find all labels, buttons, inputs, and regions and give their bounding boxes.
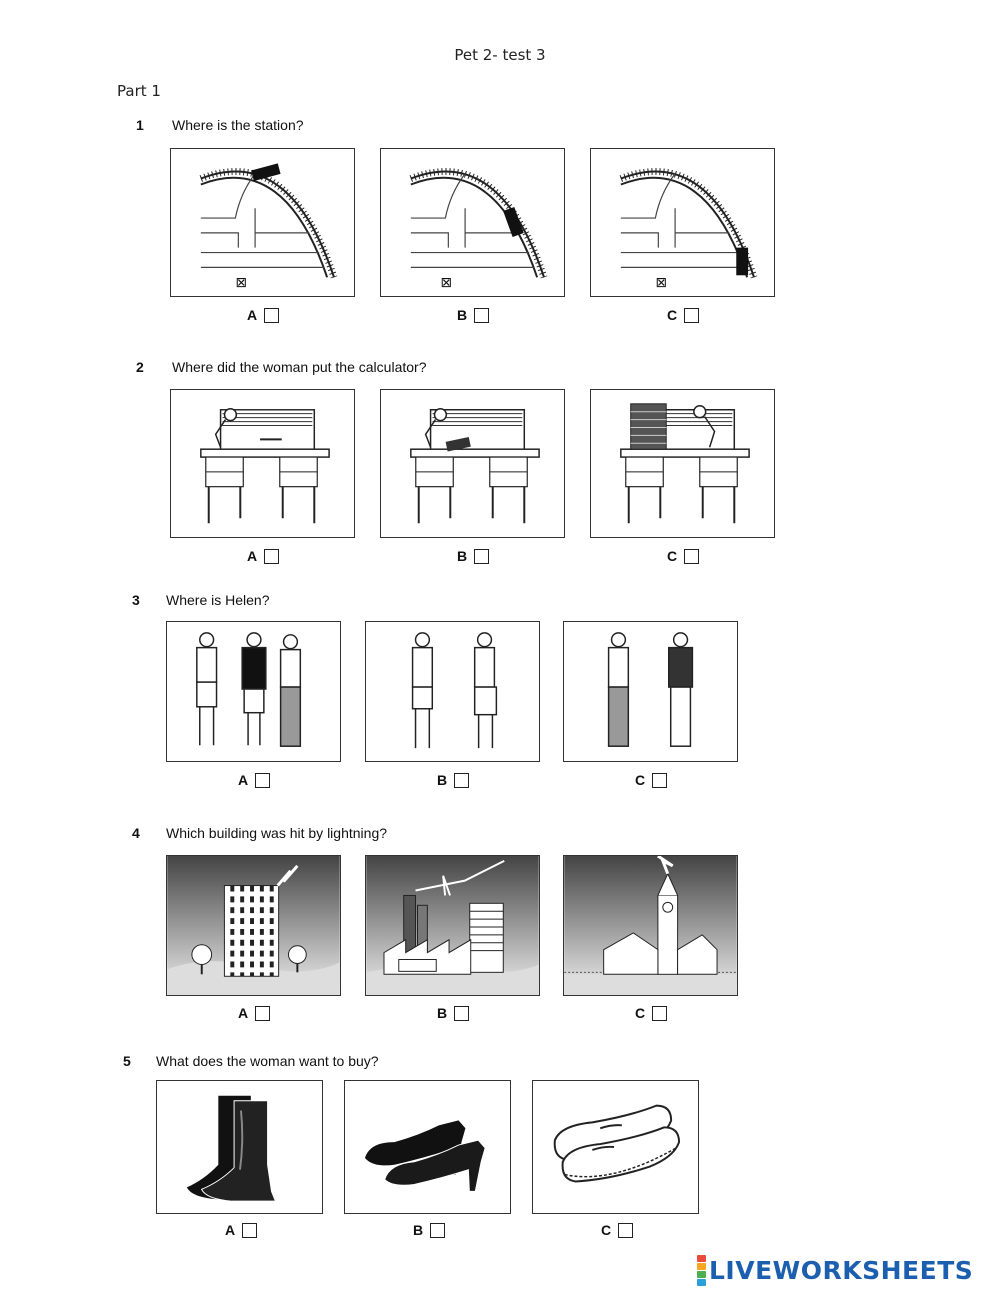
answer-checkbox[interactable] [264,307,280,323]
option-c-image-loafers [532,1080,699,1214]
logo-badge-icon [697,1255,706,1286]
option-c: C [601,1220,634,1240]
logo-text: LIVEWORKSHEETS [709,1256,974,1285]
svg-text:⊠: ⊠ [440,275,452,291]
answer-checkbox[interactable] [264,548,280,564]
question-number: 5 [123,1053,131,1069]
option-a: A [247,546,280,566]
option-c-image-station-map: ⊠ [590,148,775,297]
option-a: A [247,305,280,325]
option-c: C [635,1003,668,1023]
option-c-image-church [563,855,738,996]
option-b-image-factory [365,855,540,996]
option-label: C [601,1222,612,1238]
option-b: B [457,305,490,325]
option-label: C [667,548,678,564]
option-a-image-tower-block [166,855,341,996]
question-text: Which building was hit by lightning? [166,825,388,841]
option-label: A [238,1005,249,1021]
option-label: A [225,1222,236,1238]
option-label: C [667,307,678,323]
option-b: B [413,1220,446,1240]
option-c: C [667,546,700,566]
option-label: A [247,307,258,323]
question-text: Where is the station? [172,117,304,133]
option-label: B [413,1222,424,1238]
option-a-image-boots [156,1080,323,1214]
answer-checkbox[interactable] [454,772,470,788]
question-number: 4 [132,825,140,841]
answer-checkbox[interactable] [652,1005,668,1021]
document-title: Pet 2- test 3 [454,46,546,64]
question-text: What does the woman want to buy? [156,1053,379,1069]
option-c-image-desk [590,389,775,538]
question-text: Where did the woman put the calculator? [172,359,427,375]
answer-checkbox[interactable] [618,1222,634,1238]
answer-checkbox[interactable] [255,772,271,788]
answer-checkbox[interactable] [474,548,490,564]
option-c: C [635,770,668,790]
option-label: B [457,307,468,323]
answer-checkbox[interactable] [652,772,668,788]
option-label: A [247,548,258,564]
option-a: A [225,1220,258,1240]
option-c-image-two-people [563,621,738,762]
option-b: B [437,1003,470,1023]
svg-text:⊠: ⊠ [235,275,247,291]
question-number: 2 [136,359,144,375]
option-a-image-station-map: ⊠ [170,148,355,297]
question-number: 3 [132,592,140,608]
option-label: B [437,1005,448,1021]
answer-checkbox[interactable] [474,307,490,323]
answer-checkbox[interactable] [454,1005,470,1021]
answer-checkbox[interactable] [684,307,700,323]
part-label: Part 1 [117,82,161,100]
liveworksheets-logo: LIVEWORKSHEETS [697,1255,973,1286]
option-label: B [457,548,468,564]
option-c: C [667,305,700,325]
option-a-image-three-people [166,621,341,762]
option-a: A [238,1003,271,1023]
badge-block [697,1279,706,1286]
answer-checkbox[interactable] [430,1222,446,1238]
answer-checkbox[interactable] [255,1005,271,1021]
option-a-image-desk [170,389,355,538]
option-a: A [238,770,271,790]
answer-checkbox[interactable] [684,548,700,564]
option-b-image-station-map: ⊠ [380,148,565,297]
question-text: Where is Helen? [166,592,270,608]
answer-checkbox[interactable] [242,1222,258,1238]
option-b-image-heeled-shoes [344,1080,511,1214]
option-label: A [238,772,249,788]
option-b-image-desk [380,389,565,538]
svg-text:⊠: ⊠ [655,275,667,291]
option-label: B [437,772,448,788]
option-label: C [635,772,646,788]
question-number: 1 [136,117,144,133]
option-b: B [457,546,490,566]
option-b: B [437,770,470,790]
option-b-image-two-people [365,621,540,762]
badge-block [697,1255,706,1262]
badge-block [697,1263,706,1270]
option-label: C [635,1005,646,1021]
badge-block [697,1271,706,1278]
